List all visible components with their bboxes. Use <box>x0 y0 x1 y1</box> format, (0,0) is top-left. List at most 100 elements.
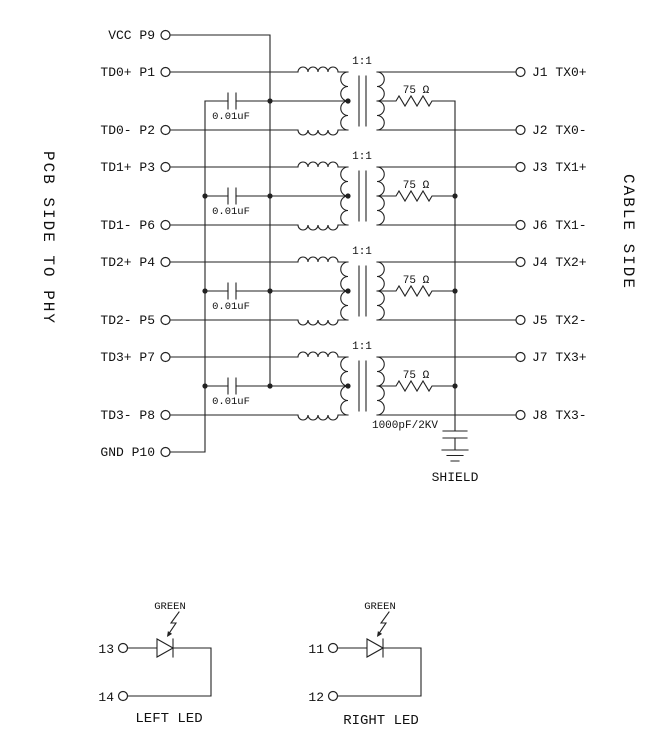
decoupling-capacitor <box>227 282 237 300</box>
led-pin-label: 14 <box>98 690 114 705</box>
decoupling-capacitor <box>227 187 237 205</box>
pin-label: J6 TX1- <box>532 218 587 233</box>
td-minus-line <box>169 129 349 136</box>
terminal-13 <box>117 642 129 654</box>
capacitor-label: 0.01uF <box>212 111 250 123</box>
terminal-j2 <box>515 124 526 136</box>
pin-label: TD1+ P3 <box>100 160 155 175</box>
termination-resistor <box>376 189 456 203</box>
terminal-p4 <box>160 256 171 268</box>
terminal-vcc <box>160 29 171 41</box>
left-terminals: VCC P9 TD0+ P1 TD0- P2 TD1+ P3 TD1- P6 T… <box>100 28 171 460</box>
td-minus-line <box>169 319 349 326</box>
led-color-label: GREEN <box>364 601 396 613</box>
left-led-circuit: GREEN 13 14 LEFT LED <box>98 601 212 727</box>
capacitor-label: 0.01uF <box>212 396 250 408</box>
terminal-p7 <box>160 351 171 363</box>
led-loop-wire <box>126 647 212 697</box>
junction-dot <box>202 193 208 199</box>
junction-dot <box>267 383 273 389</box>
td-minus-line <box>169 414 349 421</box>
terminal-12 <box>327 690 339 702</box>
capacitor-label: 0.01uF <box>212 206 250 218</box>
led-pin-label: 12 <box>308 690 324 705</box>
terminal-j6 <box>515 219 526 231</box>
pin-label: J5 TX2- <box>532 313 587 328</box>
shield-termination: 1000pF/2KV SHIELD <box>372 100 479 485</box>
terminal-j3 <box>515 161 526 173</box>
td-plus-line <box>169 161 349 168</box>
terminal-j8 <box>515 409 526 421</box>
decoupling-capacitor <box>227 92 237 110</box>
led-pin-label: 11 <box>308 642 324 657</box>
junction-dot <box>202 288 208 294</box>
transformer-core <box>358 75 367 127</box>
junction-dot <box>202 383 208 389</box>
cable-side-title: CABLE SIDE <box>619 174 637 290</box>
light-arrow <box>167 611 180 636</box>
led-diode <box>156 638 175 658</box>
light-arrowhead <box>167 631 173 637</box>
gnd-rail <box>169 100 206 453</box>
turns-ratio-label: 1:1 <box>352 341 372 353</box>
channel-1: 1:1 0.01uF 75 Ω <box>169 151 517 231</box>
terminal-p2 <box>160 124 171 136</box>
terminal-14 <box>117 690 129 702</box>
terminal-j7 <box>515 351 526 363</box>
channel-3: 1:1 0.01uF 75 Ω <box>169 341 517 421</box>
transformer-core <box>358 265 367 317</box>
right-terminals: J1 TX0+ J2 TX0- J3 TX1+ J6 TX1- J4 TX2+ … <box>515 65 587 423</box>
pin-label: TD2+ P4 <box>100 255 155 270</box>
terminal-j5 <box>515 314 526 326</box>
led-diode <box>366 638 385 658</box>
pin-label: TD1- P6 <box>100 218 155 233</box>
junction-dot <box>345 98 351 104</box>
resistor-label: 75 Ω <box>403 180 430 192</box>
transformer-core <box>358 360 367 412</box>
td-plus-line <box>169 351 349 358</box>
pin-label: J1 TX0+ <box>532 65 587 80</box>
pin-label: J2 TX0- <box>532 123 587 138</box>
ground-symbol <box>441 449 469 462</box>
resistor-label: 75 Ω <box>403 85 430 97</box>
right-led-circuit: GREEN 11 12 RIGHT LED <box>308 601 422 729</box>
channel-2: 1:1 0.01uF 75 Ω <box>169 246 517 326</box>
transformer-core <box>358 170 367 222</box>
termination-resistor <box>376 379 456 393</box>
terminal-p1 <box>160 66 171 78</box>
light-arrowhead <box>377 631 383 637</box>
capacitor-label: 0.01uF <box>212 301 250 313</box>
termination-resistor <box>376 94 456 108</box>
light-arrow <box>377 611 390 636</box>
terminal-p10 <box>160 446 171 458</box>
pin-label: VCC P9 <box>108 28 155 43</box>
pin-label: J4 TX2+ <box>532 255 587 270</box>
pin-label: J8 TX3- <box>532 408 587 423</box>
resistor-label: 75 Ω <box>403 275 430 287</box>
terminal-11 <box>327 642 339 654</box>
pin-label: J3 TX1+ <box>532 160 587 175</box>
turns-ratio-label: 1:1 <box>352 56 372 68</box>
led-loop-wire <box>336 647 422 697</box>
led-color-label: GREEN <box>154 601 186 613</box>
led-pin-label: 13 <box>98 642 114 657</box>
junction-dot <box>345 383 351 389</box>
pin-label: GND P10 <box>100 445 155 460</box>
terminal-p8 <box>160 409 171 421</box>
led-title: LEFT LED <box>135 711 202 727</box>
td-minus-line <box>169 224 349 231</box>
terminal-j4 <box>515 256 526 268</box>
td-plus-line <box>169 256 349 263</box>
channel-0: 1:1 0.01uF 75 Ω <box>169 56 517 136</box>
pin-label: TD2- P5 <box>100 313 155 328</box>
pin-label: TD0- P2 <box>100 123 155 138</box>
decoupling-capacitor <box>227 377 237 395</box>
terminal-j1 <box>515 66 526 78</box>
pin-label: J7 TX3+ <box>532 350 587 365</box>
td-plus-line <box>169 66 349 73</box>
shield-label: SHIELD <box>432 470 479 485</box>
pin-label: TD3+ P7 <box>100 350 155 365</box>
vcc-rail <box>169 34 271 387</box>
shield-capacitor-label: 1000pF/2KV <box>372 420 438 432</box>
